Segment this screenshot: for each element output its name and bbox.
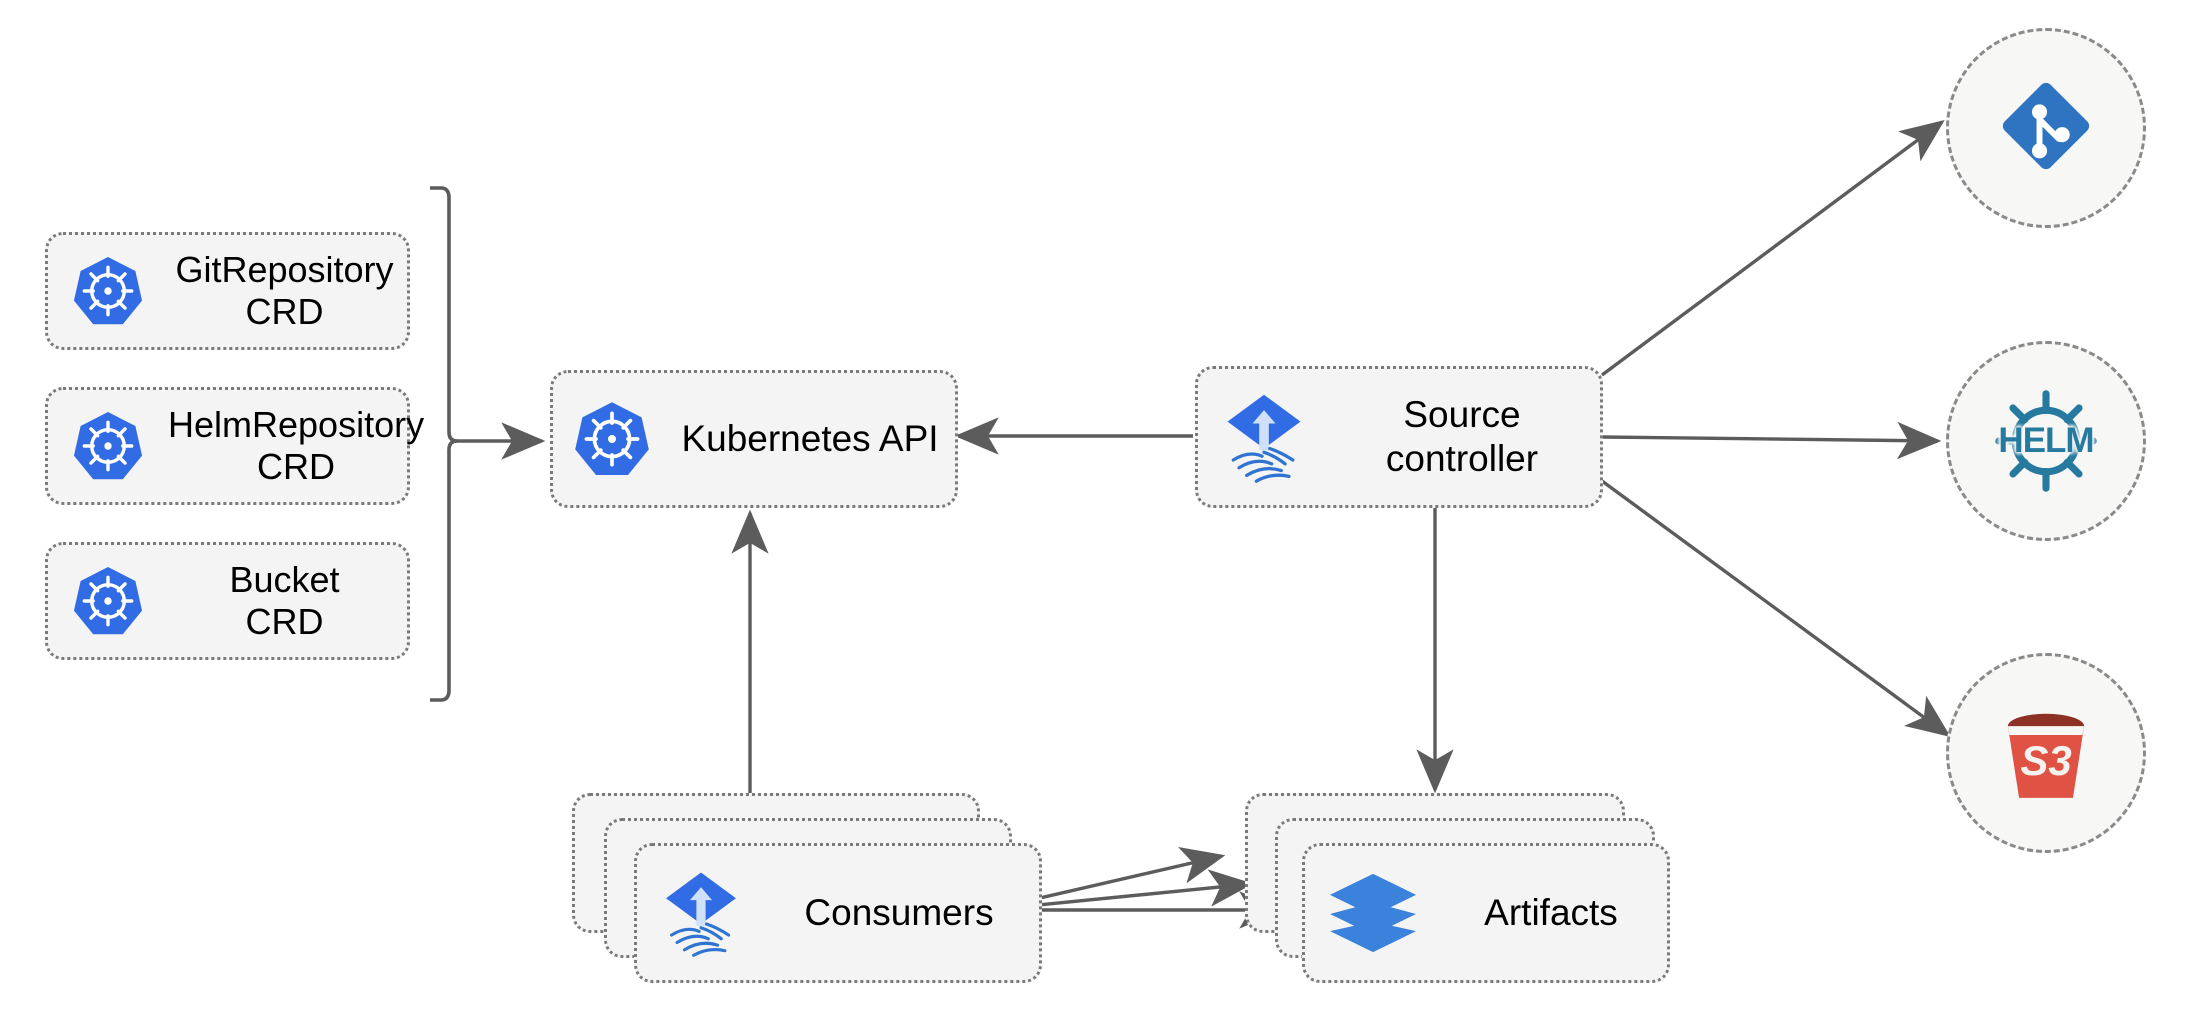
kubernetes-icon <box>48 564 168 638</box>
kubernetes-icon <box>48 254 168 328</box>
flux-icon <box>637 867 765 959</box>
crd-label: Bucket CRD <box>229 558 340 642</box>
node-artifacts[interactable]: Artifacts <box>1302 843 1670 983</box>
node-label: Consumers <box>804 892 994 934</box>
s3-icon: S3 <box>1990 697 2102 809</box>
arrow-source-to-helm <box>1601 421 1942 460</box>
crd-label: HelmRepository CRD <box>168 403 425 487</box>
node-label: Kubernetes API <box>681 418 939 460</box>
node-source-controller[interactable]: Source controller <box>1195 366 1603 508</box>
crd-box-gitrepository[interactable]: GitRepository CRD <box>45 232 410 350</box>
node-kubernetes-api[interactable]: Kubernetes API <box>550 370 958 508</box>
target-circle-git[interactable] <box>1946 28 2146 228</box>
s3-wordmark: S3 <box>2020 737 2072 784</box>
crd-label: GitRepository CRD <box>175 248 394 332</box>
layers-icon <box>1305 870 1441 956</box>
crd-bracket <box>430 186 458 702</box>
crd-box-helmrepository[interactable]: HelmRepository CRD <box>45 387 424 505</box>
flux-icon <box>1198 389 1330 485</box>
node-label: Artifacts <box>1484 892 1618 934</box>
arrow-source-to-s3 <box>1600 479 1951 738</box>
node-consumers[interactable]: Consumers <box>634 843 1042 983</box>
target-circle-s3[interactable]: S3 <box>1946 653 2146 853</box>
target-circle-helm[interactable]: HELM <box>1946 341 2146 541</box>
kubernetes-icon <box>48 409 168 483</box>
arrow-source-to-git <box>1600 119 1945 377</box>
crd-box-bucket[interactable]: Bucket CRD <box>45 542 410 660</box>
node-label: Source controller <box>1385 394 1539 479</box>
git-icon <box>1992 72 2100 185</box>
helm-icon: HELM <box>1987 382 2105 500</box>
kubernetes-icon <box>553 399 671 479</box>
helm-wordmark: HELM <box>1998 421 2094 460</box>
